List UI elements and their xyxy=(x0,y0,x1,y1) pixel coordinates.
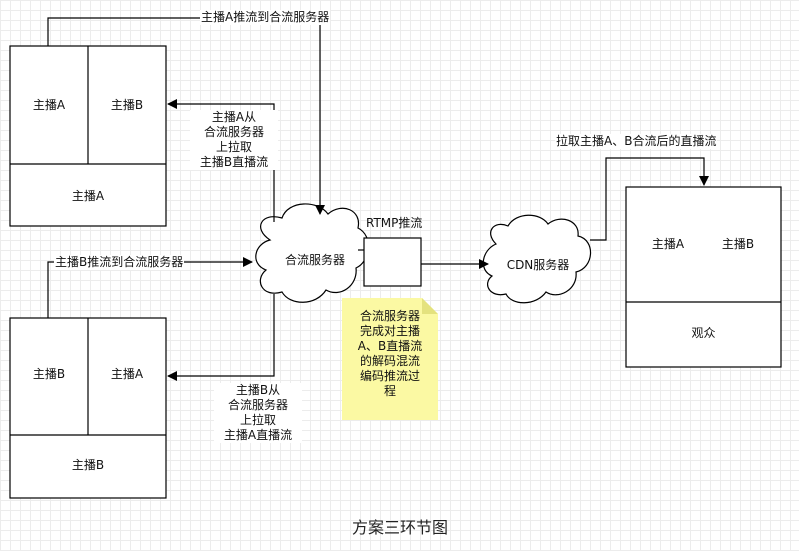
anchor-b-box xyxy=(9,317,167,499)
a-push-connector xyxy=(47,17,325,215)
cdn-pull-label: 拉取主播A、B合流后的直播流 xyxy=(555,134,718,149)
sticky-note xyxy=(342,298,438,420)
a-pull-line-4: 主播B直播流 xyxy=(199,155,269,169)
a-pull-connector xyxy=(167,99,275,222)
b-pull-line-4: 主播A直播流 xyxy=(223,428,293,442)
cdn-server-label: CDN服务器 xyxy=(506,258,570,272)
diagram-caption: 方案三环节图 xyxy=(351,518,448,537)
b-pull-line-3: 上拉取 xyxy=(239,413,276,427)
a-pull-label: 主播A从 合流服务器 上拉取 主播B直播流 xyxy=(190,110,278,170)
anchor-a-box xyxy=(9,45,167,227)
rtmp-push-box xyxy=(363,237,422,287)
b-pull-line-1: 主播B从 xyxy=(235,383,281,397)
viewer-cell-bottom: 观众 xyxy=(691,326,716,340)
note-line-1: 合流服务器 xyxy=(359,309,420,323)
viewer-box xyxy=(625,186,782,368)
anchor-a-cell-bottom: 主播A xyxy=(71,189,105,203)
note-line-4: 的解码混流 xyxy=(359,354,420,368)
a-pull-line-2: 合流服务器 xyxy=(203,125,264,139)
a-push-label: 主播A推流到合流服务器 xyxy=(200,10,331,25)
merge-server-cloud xyxy=(255,203,369,303)
anchor-a-cell-right: 主播B xyxy=(110,98,144,112)
b-pull-line-2: 合流服务器 xyxy=(227,398,288,412)
sticky-note-text: 合流服务器 完成对主播 A、B直播流 的解码混流 编码推流过 程 xyxy=(344,309,436,399)
anchor-b-cell-right: 主播A xyxy=(110,367,144,381)
anchor-a-cell-left: 主播A xyxy=(32,98,66,112)
note-line-6: 程 xyxy=(383,384,396,398)
b-pull-label: 主播B从 合流服务器 上拉取 主播A直播流 xyxy=(214,383,302,443)
b-pull-connector xyxy=(167,294,275,381)
b-push-label: 主播B推流到合流服务器 xyxy=(54,255,185,270)
merge-server-label: 合流服务器 xyxy=(284,253,345,267)
a-pull-line-3: 上拉取 xyxy=(215,140,252,154)
cdn-pull-connector xyxy=(590,157,709,241)
a-pull-line-1: 主播A从 xyxy=(211,110,257,124)
anchor-b-cell-bottom: 主播B xyxy=(71,458,105,472)
rtmp-label: RTMP推流 xyxy=(366,216,423,230)
anchor-b-cell-left: 主播B xyxy=(32,367,66,381)
note-line-3: A、B直播流 xyxy=(357,339,423,353)
cdn-server-cloud xyxy=(482,214,592,304)
viewer-cell-left: 主播A xyxy=(651,237,685,251)
viewer-cell-right: 主播B xyxy=(721,237,755,251)
note-line-2: 完成对主播 xyxy=(359,324,420,338)
b-push-connector xyxy=(47,257,253,318)
note-line-5: 编码推流过 xyxy=(359,369,420,383)
